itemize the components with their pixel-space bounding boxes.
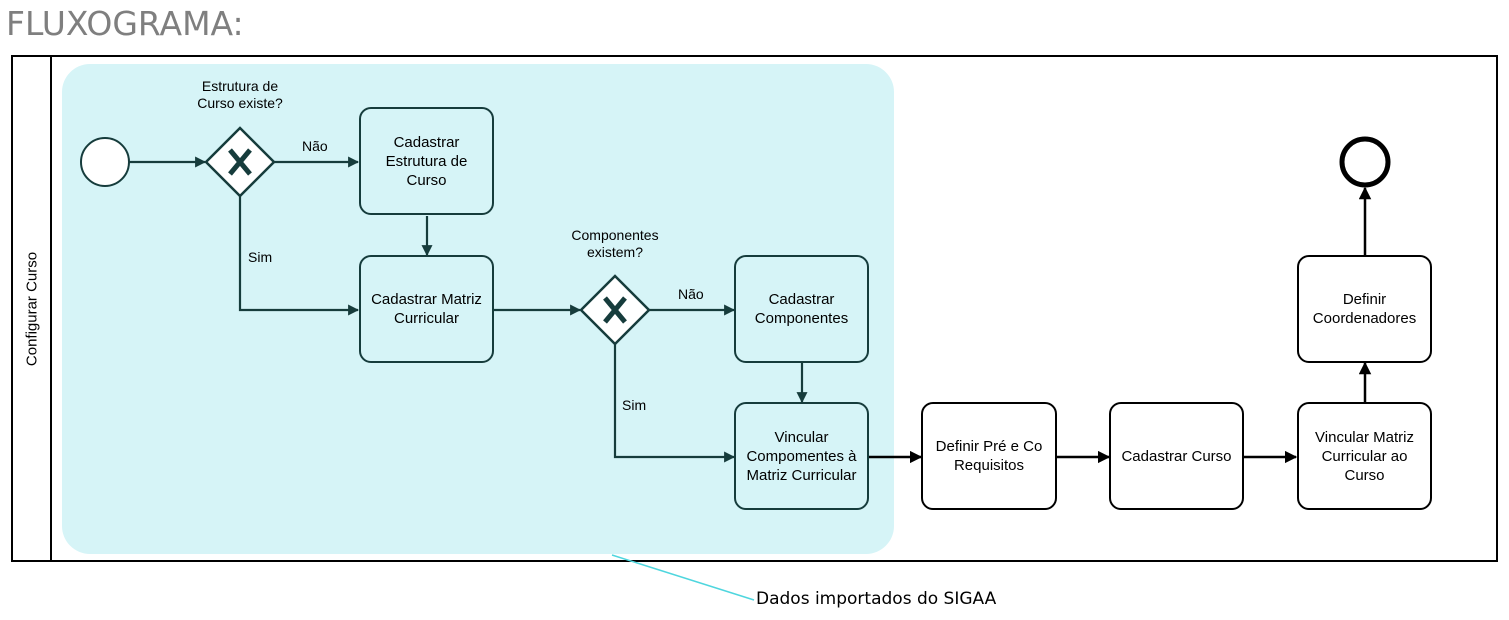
task-define-prerequisites: Definir Pré e Co Requisitos: [921, 402, 1057, 510]
task-link-matrix-course: Vincular Matriz Curricular ao Curso: [1297, 402, 1432, 510]
pool-header: Configurar Curso: [13, 57, 52, 560]
task-link-components: Vincular Compomentes à Matriz Curricular: [734, 402, 869, 510]
task-register-course: Cadastrar Curso: [1109, 402, 1244, 510]
gateway-components-no-label: Não: [678, 286, 704, 302]
annotation-text: Dados importados do SIGAA: [756, 589, 997, 609]
task-register-structure: Cadastrar Estrutura de Curso: [359, 107, 494, 215]
end-event-icon: [1339, 136, 1391, 188]
gateway-components-icon: [579, 274, 651, 346]
gateway-structure-question: Estrutura de Curso existe?: [197, 78, 283, 111]
task-define-coordinators: Definir Coordenadores: [1297, 255, 1432, 363]
task-register-matrix: Cadastrar Matriz Curricular: [359, 255, 494, 363]
gateway-structure-no-label: Não: [302, 138, 328, 154]
gateway-structure-icon: [204, 126, 276, 198]
gateway-components-question: Componentes existem?: [571, 227, 659, 260]
start-event-icon: [80, 137, 130, 187]
gateway-structure-yes-label: Sim: [248, 249, 273, 265]
task-register-components: Cadastrar Componentes: [734, 255, 869, 363]
pool: Configurar Curso: [11, 55, 1498, 562]
page-title: FLUXOGRAMA:: [6, 4, 244, 43]
annotation-connector: [611, 554, 755, 601]
gateway-components-yes-label: Sim: [622, 397, 647, 413]
